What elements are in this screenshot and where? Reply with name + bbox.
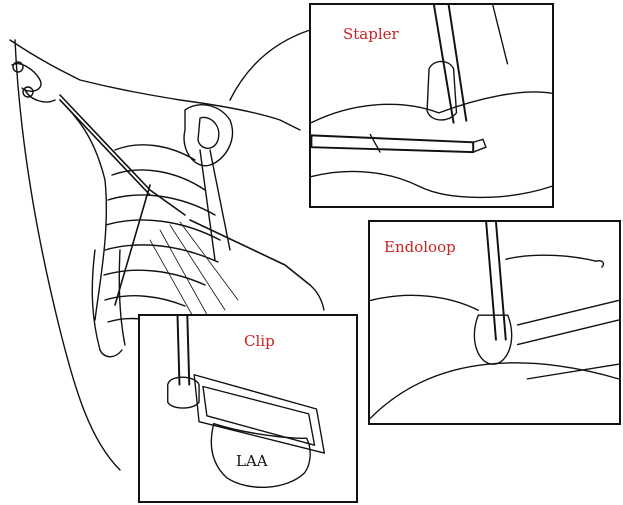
stapler-panel: Stapler xyxy=(309,3,554,208)
endoloop-panel: Endoloop xyxy=(368,220,621,425)
stapler-label: Stapler xyxy=(343,27,399,42)
endoloop-label: Endoloop xyxy=(384,240,456,255)
clip-label: Clip xyxy=(244,334,275,349)
clip-panel: Clip LAA xyxy=(138,314,358,503)
laa-label: LAA xyxy=(236,454,268,469)
